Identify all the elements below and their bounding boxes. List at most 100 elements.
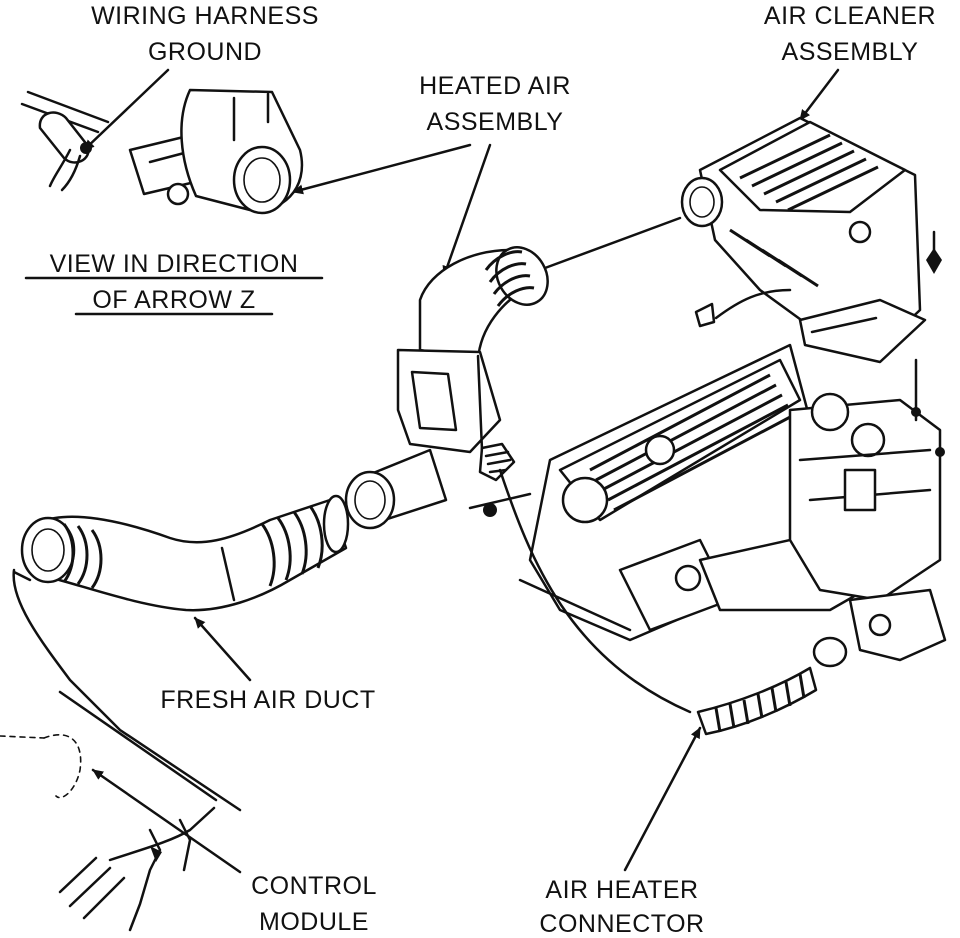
air-cleaner-label-line2: ASSEMBLY: [782, 38, 919, 66]
view-label-line2: OF ARROW Z: [92, 286, 255, 314]
carburetor: [788, 358, 947, 662]
adapter-ring-end: [344, 470, 396, 530]
carburetor-linkage: [843, 468, 877, 512]
air-cleaner-ribs: [739, 133, 879, 212]
valve-cover-ribs: [589, 373, 795, 512]
heated-air-assembly: [396, 216, 682, 482]
label-air-heater-connector: AIR HEATER CONNECTOR: [539, 876, 704, 938]
inset-view-arrow-z: [20, 88, 304, 215]
heated-air-sensor-ribs: [484, 450, 512, 474]
arrow-fresh-air-duct: [193, 616, 252, 682]
fresh-air-duct-band: [220, 546, 236, 602]
air-cleaner-vacuum-hose: [714, 288, 792, 320]
air-cleaner-base-seam: [810, 316, 878, 334]
air-heater-hose: [696, 666, 818, 736]
air-cleaner-wingnut: [848, 220, 872, 244]
label-fresh-air-duct: FRESH AIR DUCT: [160, 686, 375, 714]
heated-air-label-line2: ASSEMBLY: [427, 108, 564, 136]
fender-edge: [58, 690, 218, 802]
air-heater-hose-corrugations: [714, 673, 806, 733]
engine-sensor: [483, 503, 497, 517]
wiring-harness-label-line1: WIRING HARNESS: [91, 2, 319, 30]
carburetor-top-plate: [850, 422, 886, 458]
arrow-air-cleaner: [798, 68, 840, 122]
control-module-area: [0, 568, 242, 932]
module-outline-line: [12, 568, 242, 812]
air-cleaner-base: [798, 298, 927, 364]
arrow-heated-air-to-assembly: [442, 143, 492, 278]
air-cleaner-stud-nut: [926, 248, 942, 274]
fender-wave: [128, 828, 162, 932]
throttle-bolt: [868, 613, 892, 637]
duct-mount-line: [12, 570, 32, 582]
air-cleaner-assembly: [680, 116, 942, 364]
carburetor-stud-nut: [911, 407, 921, 417]
control-module-label-line2: MODULE: [259, 908, 369, 936]
air-cleaner-snorkel-inner: [689, 186, 715, 218]
heated-air-corrugations: [484, 250, 535, 307]
label-control-module: CONTROL MODULE: [251, 872, 377, 936]
arrow-heated-air-to-view: [291, 143, 472, 195]
inset-outlet-inner: [243, 157, 281, 203]
carburetor-choke: [810, 392, 850, 432]
fender-stripe-2: [68, 866, 112, 908]
air-cleaner-lid: [718, 120, 907, 214]
carburetor-throttle-body: [848, 588, 947, 662]
engine-front-bolt: [674, 564, 702, 592]
air-heater-connector: [498, 468, 848, 736]
air-cleaner-snorkel: [680, 176, 724, 228]
inset-ground-wire: [48, 148, 72, 188]
arrow-wiring-harness-ground: [82, 68, 170, 152]
engine-sensor-lead: [468, 492, 532, 510]
arrow-air-heater-connector: [623, 726, 702, 872]
control-module-label-line1: CONTROL: [251, 872, 377, 900]
fender-lower-curve: [108, 806, 216, 862]
inset-bracket-slot: [148, 150, 190, 164]
view-label-line1: VIEW IN DIRECTION: [50, 250, 299, 278]
carburetor-seam: [798, 448, 932, 462]
engine-block: [468, 343, 902, 642]
engine-plug-center: [644, 434, 676, 466]
fresh-air-duct-inlet-inner: [31, 528, 65, 572]
fender-clip: [150, 846, 162, 862]
vacuum-fitting: [694, 302, 716, 328]
inset-ground-terminal: [80, 142, 92, 154]
air-heater-fitting: [812, 636, 848, 668]
control-module-hidden-outline: [43, 733, 82, 799]
fresh-air-duct-outlet: [322, 494, 350, 554]
module-hidden-line: [0, 735, 45, 739]
fresh-air-duct-corrugations-right: [260, 505, 324, 587]
adapter-ring-inner: [354, 480, 386, 520]
inset-bracket-nut: [166, 182, 190, 206]
leader-arrows: [82, 68, 840, 874]
label-heated-air-assembly: HEATED AIR ASSEMBLY: [419, 72, 571, 136]
heated-air-window: [410, 370, 458, 432]
air-cleaner-label-line1: AIR CLEANER: [764, 2, 936, 30]
snorkel-connection-line: [543, 216, 682, 270]
inset-ground-wire-2: [60, 154, 82, 192]
air-heater-label-line2: CONNECTOR: [539, 910, 704, 938]
label-view-direction: VIEW IN DIRECTION OF ARROW Z: [24, 250, 324, 316]
carburetor-fitting: [935, 447, 945, 457]
air-heater-hose-routing: [498, 468, 692, 714]
engine-lower-edge: [518, 578, 632, 632]
label-wiring-harness-ground: WIRING HARNESS GROUND: [91, 2, 319, 66]
inset-outlet-ring: [232, 145, 292, 215]
heated-air-label-line1: HEATED AIR: [419, 72, 571, 100]
inset-wire-upper: [26, 90, 110, 124]
fender-stripe-3: [82, 876, 126, 920]
duct-adapter-ring: [344, 448, 448, 530]
inset-harness-bundle: [38, 111, 90, 164]
air-cleaner-fins: [729, 228, 819, 288]
engine-plug-left: [561, 476, 609, 524]
fender-wave-2: [178, 818, 192, 872]
fresh-air-duct-corrugations-left: [62, 523, 103, 589]
label-air-cleaner-assembly: AIR CLEANER ASSEMBLY: [764, 2, 936, 66]
air-heater-label-line1: AIR HEATER: [545, 876, 698, 904]
wiring-harness-label-line2: GROUND: [148, 38, 262, 66]
fresh-air-duct-body: [38, 498, 348, 612]
arrow-control-module: [91, 768, 242, 874]
fresh-air-duct: [12, 494, 350, 612]
fender-stripe-1: [58, 856, 98, 894]
